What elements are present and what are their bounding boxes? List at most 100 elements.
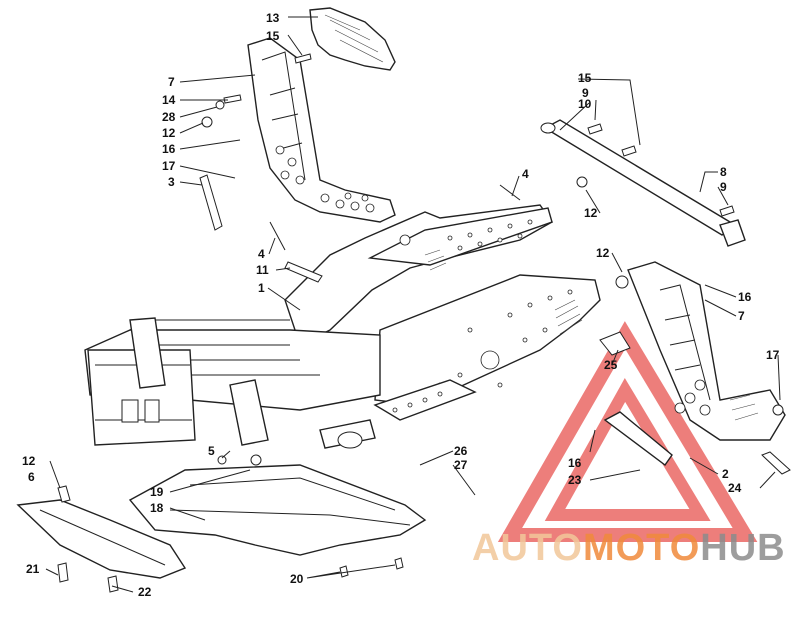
grommet-strip-part [284, 261, 323, 283]
callout-8: 8 [720, 165, 727, 179]
cross-tube-end [337, 431, 363, 449]
bolt-icon [587, 123, 603, 135]
rivet-icon [394, 557, 404, 570]
watermark-triangle-outer [497, 321, 758, 542]
callout-3: 3 [168, 175, 175, 189]
callout-13: 13 [266, 11, 280, 25]
watermark-text: AUTOMOTOHUB [472, 527, 786, 569]
nut-icon [250, 454, 262, 466]
callout-16-lower: 16 [568, 456, 582, 470]
top-plate [367, 207, 553, 266]
callout-22: 22 [138, 585, 152, 599]
callout-9-right: 9 [720, 180, 727, 194]
small-plate-part [599, 331, 631, 356]
belly-pan [16, 454, 427, 593]
callout-12-upright: 12 [596, 246, 610, 260]
callout-7-right: 7 [738, 309, 745, 323]
callout-2: 2 [722, 467, 729, 481]
watermark-hub: HUB [700, 527, 785, 569]
callout-1: 1 [258, 281, 265, 295]
svg-text:AUTOMOTOHUB: AUTOMOTOHUB [472, 527, 786, 569]
callout-12: 12 [162, 126, 176, 140]
washer-icon [215, 100, 225, 110]
callout-25: 25 [604, 358, 618, 372]
callout-23: 23 [568, 473, 582, 487]
nut-icon [576, 176, 588, 188]
callout-27: 27 [454, 458, 468, 472]
callout-18: 18 [150, 501, 164, 515]
steering-post-bracket [719, 219, 746, 247]
callout-28: 28 [162, 110, 176, 124]
bolt-icon [223, 94, 242, 104]
callout-24: 24 [728, 481, 742, 495]
callout-10: 10 [578, 97, 592, 111]
callout-5: 5 [208, 444, 215, 458]
belly-pan-ribs [169, 477, 411, 526]
angled-strap-part [603, 411, 673, 466]
panel-shading [424, 249, 447, 271]
leader-lines [45, 16, 781, 593]
callout-19: 19 [150, 485, 164, 499]
strap-part [761, 451, 791, 475]
skid-plate-edge [39, 509, 166, 566]
rivet-part [499, 184, 521, 201]
callout-9: 9 [582, 86, 589, 100]
callout-11: 11 [256, 263, 269, 277]
lower-rail-holes [392, 391, 443, 413]
right-upright-shading [729, 394, 759, 421]
callout-14: 14 [162, 93, 176, 107]
upper-steering-support [199, 7, 396, 231]
callout-17-right: 17 [766, 348, 780, 362]
bolt-icon [719, 205, 735, 217]
main-frame [84, 184, 631, 449]
callout-6: 6 [28, 470, 35, 484]
belly-pan-plate [128, 464, 427, 556]
callout-11-4: 4 [258, 247, 265, 261]
rivet-icon [339, 565, 349, 578]
steering-post-end [540, 122, 556, 134]
callout-15-right: 15 [578, 71, 592, 85]
strap-part [199, 174, 223, 231]
callout-7: 7 [168, 75, 175, 89]
right-upright [603, 261, 791, 475]
nut-icon [217, 455, 227, 465]
nose-cone-shading [324, 14, 384, 63]
nut-icon [772, 404, 784, 416]
right-upright-column [627, 261, 786, 441]
callout-20: 20 [290, 572, 304, 586]
right-upright-detail [659, 284, 711, 401]
panel-shading [554, 299, 583, 335]
watermark-moto: MOTO [583, 527, 700, 569]
callout-labels: 13 15 7 14 28 12 16 17 3 4 4 11 1 15 9 1… [22, 11, 780, 599]
bolt-icon [107, 575, 119, 593]
callout-4: 4 [522, 167, 529, 181]
callout-21: 21 [26, 562, 40, 576]
callout-16: 16 [162, 142, 176, 156]
callout-17: 17 [162, 159, 176, 173]
front-bracket [229, 379, 269, 446]
bolt-icon [621, 145, 637, 157]
callout-12-post: 12 [584, 206, 598, 220]
callout-15: 15 [266, 29, 280, 43]
bulkhead-slot [121, 399, 139, 423]
rivet-part [269, 221, 286, 251]
skid-plate [16, 499, 187, 579]
callout-16-right: 16 [738, 290, 752, 304]
bolt-icon [57, 485, 71, 503]
upright-column-holes [275, 145, 375, 213]
bolt-icon [57, 562, 69, 583]
nut-icon [615, 275, 629, 289]
bulkhead-slot [144, 399, 160, 423]
watermark-auto: AUTO [472, 527, 583, 569]
right-side-panel [374, 274, 601, 406]
callout-26: 26 [454, 444, 468, 458]
nut-icon [201, 116, 213, 128]
bolt-icon [294, 53, 312, 64]
right-side-panel-holes [437, 289, 573, 388]
steering-post-tube [543, 119, 737, 236]
front-bracket [129, 317, 166, 389]
callout-12-skid: 12 [22, 454, 36, 468]
top-plate-holes [399, 219, 533, 251]
